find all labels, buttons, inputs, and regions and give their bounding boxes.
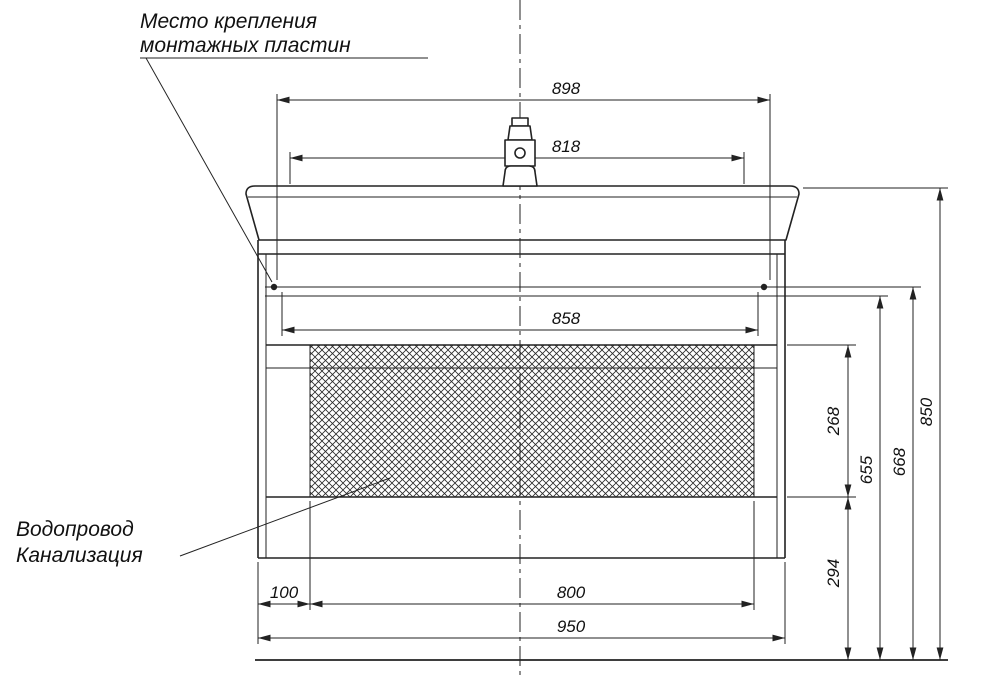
washbasin: [245, 185, 800, 241]
dim-100-value: 100: [270, 583, 299, 602]
mounting-note-leader: [145, 57, 273, 283]
dim-655-value: 655: [857, 455, 876, 484]
dimension-lines: [258, 96, 944, 660]
note-texts: Место крепления монтажных пластин Водопр…: [16, 10, 351, 567]
dim-800-value: 800: [557, 583, 586, 602]
dim-294-value: 294: [824, 559, 843, 588]
dim-898-value: 898: [552, 79, 581, 98]
mounting-plate-dot-right: [760, 283, 768, 291]
dim-950-value: 950: [557, 617, 586, 636]
dim-858-value: 858: [552, 309, 581, 328]
cabinet: [257, 240, 786, 559]
mounting-plate-dot-left: [270, 283, 278, 291]
plumbing-note-leader: [179, 477, 391, 557]
faucet-base: [502, 165, 538, 187]
basin-outline: [245, 185, 800, 241]
mounting-note-line2: монтажных пластин: [140, 34, 351, 57]
dim-268-value: 268: [824, 406, 843, 436]
extension-lines: [257, 94, 948, 644]
faucet: [502, 117, 538, 187]
mounting-note-line1: Место крепления: [140, 10, 317, 33]
service-opening-hatch: [309, 344, 755, 498]
leader-lines: [140, 57, 428, 557]
plumbing-note-line2: Канализация: [16, 544, 143, 567]
dim-850-value: 850: [917, 397, 936, 426]
dimension-texts: 898 818 858 100 800 950 268 655 668 294 …: [270, 79, 936, 636]
faucet-detail-circle: [514, 147, 526, 159]
dim-818-value: 818: [552, 137, 581, 156]
faucet-cap: [511, 117, 529, 127]
dim-668-value: 668: [890, 447, 909, 476]
faucet-lever: [507, 125, 533, 141]
plumbing-note-line1: Водопровод: [16, 518, 134, 541]
